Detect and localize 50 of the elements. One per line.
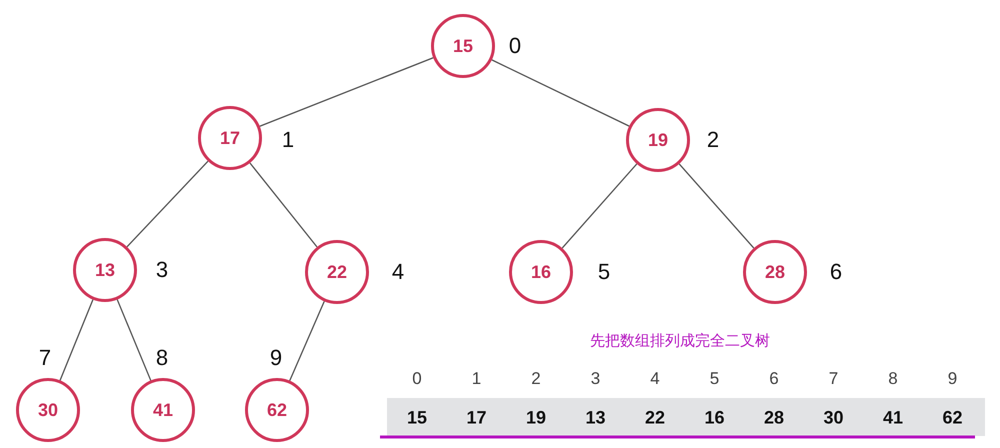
index-label: 8 [156,345,168,371]
array-value: 30 [823,408,844,428]
array-index: 1 [472,369,482,389]
array-value: 28 [764,408,784,428]
tree-edge [289,301,325,381]
node-value: 28 [764,262,786,282]
node-value: 16 [530,262,552,282]
array-index: 4 [650,369,660,389]
array-index: 5 [710,369,720,389]
index-label: 1 [282,127,294,153]
node-value: 17 [220,128,240,148]
array-index: 6 [769,369,779,389]
array-index: 0 [412,369,422,389]
array-index: 8 [888,369,898,389]
index-label: 6 [830,259,842,285]
tree-edge [126,160,208,248]
index-label: 4 [392,259,404,285]
caption-note: 先把数组排列成完全二叉树 [590,332,770,350]
tree-edge [249,162,318,248]
array-value: 41 [882,408,904,428]
index-label: 0 [508,33,522,59]
node-value: 15 [452,36,474,56]
index-label: 3 [156,257,168,283]
index-label: 2 [706,127,720,153]
array-value: 17 [466,408,487,428]
tree-edge [678,164,754,248]
node-value: 13 [94,260,116,280]
index-label: 5 [598,259,610,285]
node-value: 30 [38,400,58,420]
tree-edge [260,57,434,127]
tree-edge [562,164,638,248]
array-index: 2 [531,369,541,389]
index-label: 7 [38,345,52,371]
array-value: 19 [526,408,546,428]
node-value: 62 [266,400,288,420]
array-value: 15 [406,408,428,428]
tree-edge [492,59,630,127]
array-index: 9 [948,369,958,389]
tree-edge [116,299,152,381]
array-index: 3 [590,369,600,389]
node-value: 22 [326,262,348,282]
index-label: 9 [270,345,282,371]
array-value: 62 [942,408,963,428]
array-value: 13 [585,408,606,428]
array-index: 7 [828,369,838,389]
array-value: 22 [644,408,666,428]
node-value: 41 [152,400,174,420]
array-value: 16 [704,408,725,428]
node-value: 19 [648,130,668,150]
tree-edge [59,299,94,381]
